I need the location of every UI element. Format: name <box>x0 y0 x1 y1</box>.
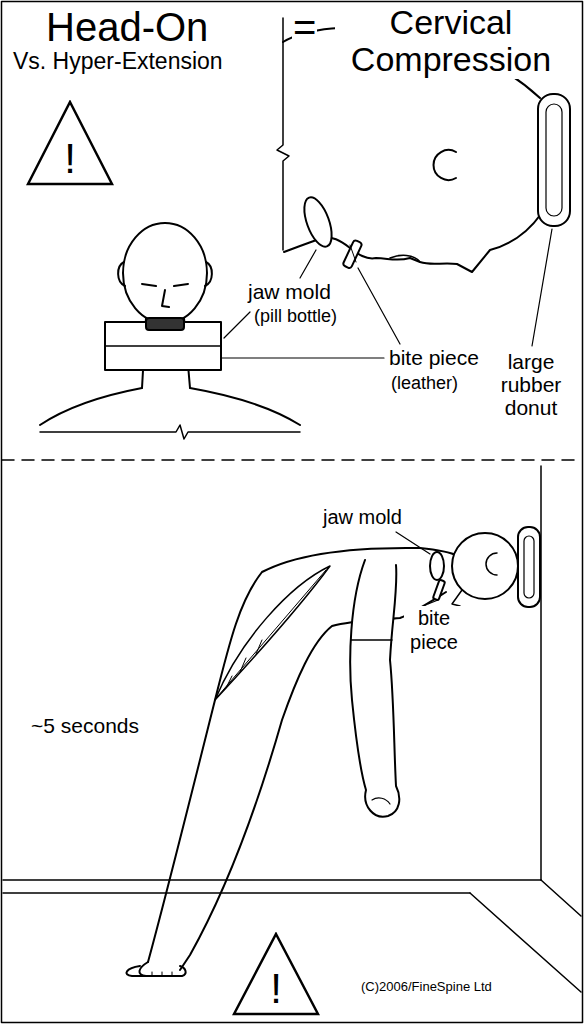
floor-line <box>3 892 470 894</box>
part-note: (pill bottle) <box>253 306 338 327</box>
leaning-figure <box>126 527 540 976</box>
head <box>452 533 518 599</box>
warning-triangle: ! <box>26 100 114 186</box>
sleeve <box>351 639 392 641</box>
copyright-note: (C)2006/FineSpine Ltd <box>360 980 493 995</box>
lips <box>390 255 420 262</box>
leader-line <box>224 312 250 338</box>
warning-mark: ! <box>270 968 282 1010</box>
fist <box>372 798 390 804</box>
bite-piece-edge <box>350 245 356 262</box>
cut-line <box>40 425 300 439</box>
toes <box>152 972 172 976</box>
leader-line <box>358 268 400 344</box>
leader-line <box>428 600 438 604</box>
nose <box>452 590 462 606</box>
leader-line <box>222 357 384 358</box>
spine-mark <box>215 566 330 700</box>
warning-mark: ! <box>64 138 76 180</box>
leader-line <box>300 250 316 278</box>
jaw-mold <box>430 552 444 580</box>
part-label: jaw mold <box>322 506 403 529</box>
part-label: jaw mold <box>247 280 332 304</box>
part-label: bite piece <box>388 346 480 370</box>
foot <box>126 966 146 976</box>
wall-edge <box>540 466 542 880</box>
bite-piece <box>433 580 445 601</box>
leader-line <box>396 532 430 554</box>
triangle-shape <box>234 934 318 1014</box>
ear <box>205 262 212 286</box>
rubber-donut-hole <box>546 104 562 216</box>
foot <box>139 962 185 976</box>
shoulders <box>40 388 300 425</box>
head <box>123 223 207 323</box>
cut-line <box>277 18 289 250</box>
nose <box>162 290 169 307</box>
part-note: (leather) <box>390 373 459 394</box>
rubber-donut <box>538 94 570 226</box>
ear <box>486 553 497 575</box>
floor-line <box>470 893 581 992</box>
spine-mark-lines <box>218 570 326 696</box>
warning-triangle: ! <box>232 932 320 1016</box>
arm <box>350 560 399 817</box>
ear <box>434 150 456 180</box>
room <box>3 466 581 992</box>
heading-text: Cervical Compression <box>335 4 567 79</box>
leader-lines <box>222 229 552 358</box>
triangle-shape <box>28 102 112 184</box>
rubber-donut <box>518 527 540 607</box>
floor-line <box>3 879 541 881</box>
part-label: bite piece <box>404 606 464 654</box>
jaw-mold <box>299 194 337 250</box>
floor-line <box>541 880 581 916</box>
part-label: large rubber donut <box>482 350 580 419</box>
eyes <box>142 284 188 286</box>
ear <box>118 262 125 286</box>
bite-piece <box>342 240 362 269</box>
jaw-mold-edge <box>105 345 221 347</box>
rubber-donut-hole <box>524 536 534 598</box>
front-view-figure <box>40 223 300 439</box>
divider <box>2 459 582 461</box>
duration-note: ~5 seconds <box>30 714 140 738</box>
heading-symbol: = <box>292 4 317 50</box>
leader-lines <box>396 532 438 604</box>
leader-line <box>532 229 552 346</box>
bite-piece <box>146 318 184 330</box>
subheading-text: Vs. Hyper-Extension <box>12 48 224 74</box>
heading-text: Head-On <box>45 4 209 50</box>
